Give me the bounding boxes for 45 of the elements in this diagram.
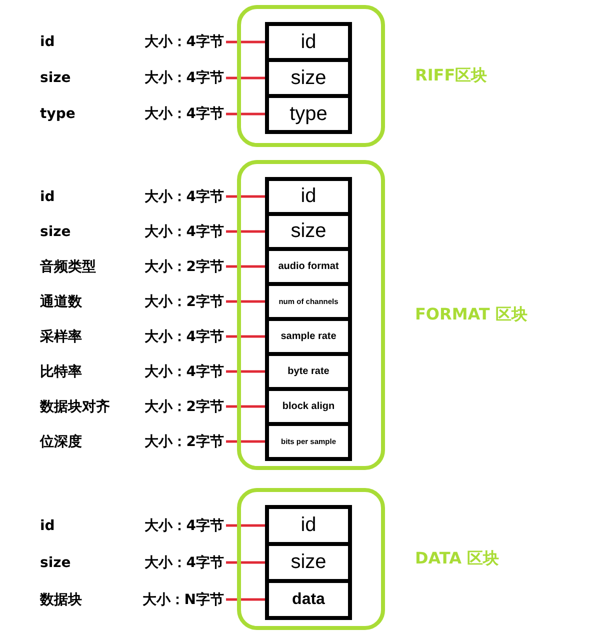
leader-line <box>226 195 265 198</box>
size-label: 大小：4字节 <box>144 105 224 123</box>
field-name: 数据块 <box>40 590 82 608</box>
size-label: 大小：N字节 <box>142 590 224 608</box>
field-name: id <box>40 34 55 50</box>
field-name: 采样率 <box>40 328 82 346</box>
field-name: 位深度 <box>40 432 82 450</box>
leader-line <box>226 300 265 303</box>
size-label: 大小：4字节 <box>144 222 224 240</box>
leader-line <box>226 112 265 116</box>
leader-line <box>226 265 265 268</box>
field-name: size <box>40 70 71 86</box>
size-label: 大小：4字节 <box>144 516 224 534</box>
size-label: 大小：4字节 <box>144 33 224 51</box>
leader-line <box>226 230 265 233</box>
field-name: 通道数 <box>40 292 82 310</box>
leader-line <box>226 598 265 601</box>
size-label: 大小：4字节 <box>144 554 224 572</box>
size-label: 大小：2字节 <box>144 292 224 310</box>
block-heading: RIFF区块 <box>415 66 488 86</box>
leader-line <box>226 370 265 373</box>
field-name: 数据块对齐 <box>40 398 110 416</box>
size-label: 大小：2字节 <box>144 398 224 416</box>
field-name: size <box>40 224 71 240</box>
field-name: 比特率 <box>40 362 82 380</box>
size-label: 大小：4字节 <box>144 69 224 87</box>
field-name: id <box>40 518 55 534</box>
leader-line <box>226 440 265 443</box>
field-name: 音频类型 <box>40 258 96 276</box>
size-label: 大小：2字节 <box>144 258 224 276</box>
field-name: id <box>40 188 55 204</box>
leader-line <box>226 76 265 80</box>
leader-line <box>226 561 265 564</box>
field-name: type <box>40 106 76 122</box>
field-name: size <box>40 554 71 570</box>
size-label: 大小：4字节 <box>144 362 224 380</box>
size-label: 大小：2字节 <box>144 432 224 450</box>
leader-line <box>226 335 265 338</box>
block-heading: FORMAT 区块 <box>415 304 528 326</box>
size-label: 大小：4字节 <box>144 328 224 346</box>
leader-line <box>226 405 265 408</box>
size-label: 大小：4字节 <box>144 188 224 206</box>
block-heading: DATA 区块 <box>415 548 500 570</box>
leader-line <box>226 40 265 44</box>
leader-line <box>226 524 265 527</box>
